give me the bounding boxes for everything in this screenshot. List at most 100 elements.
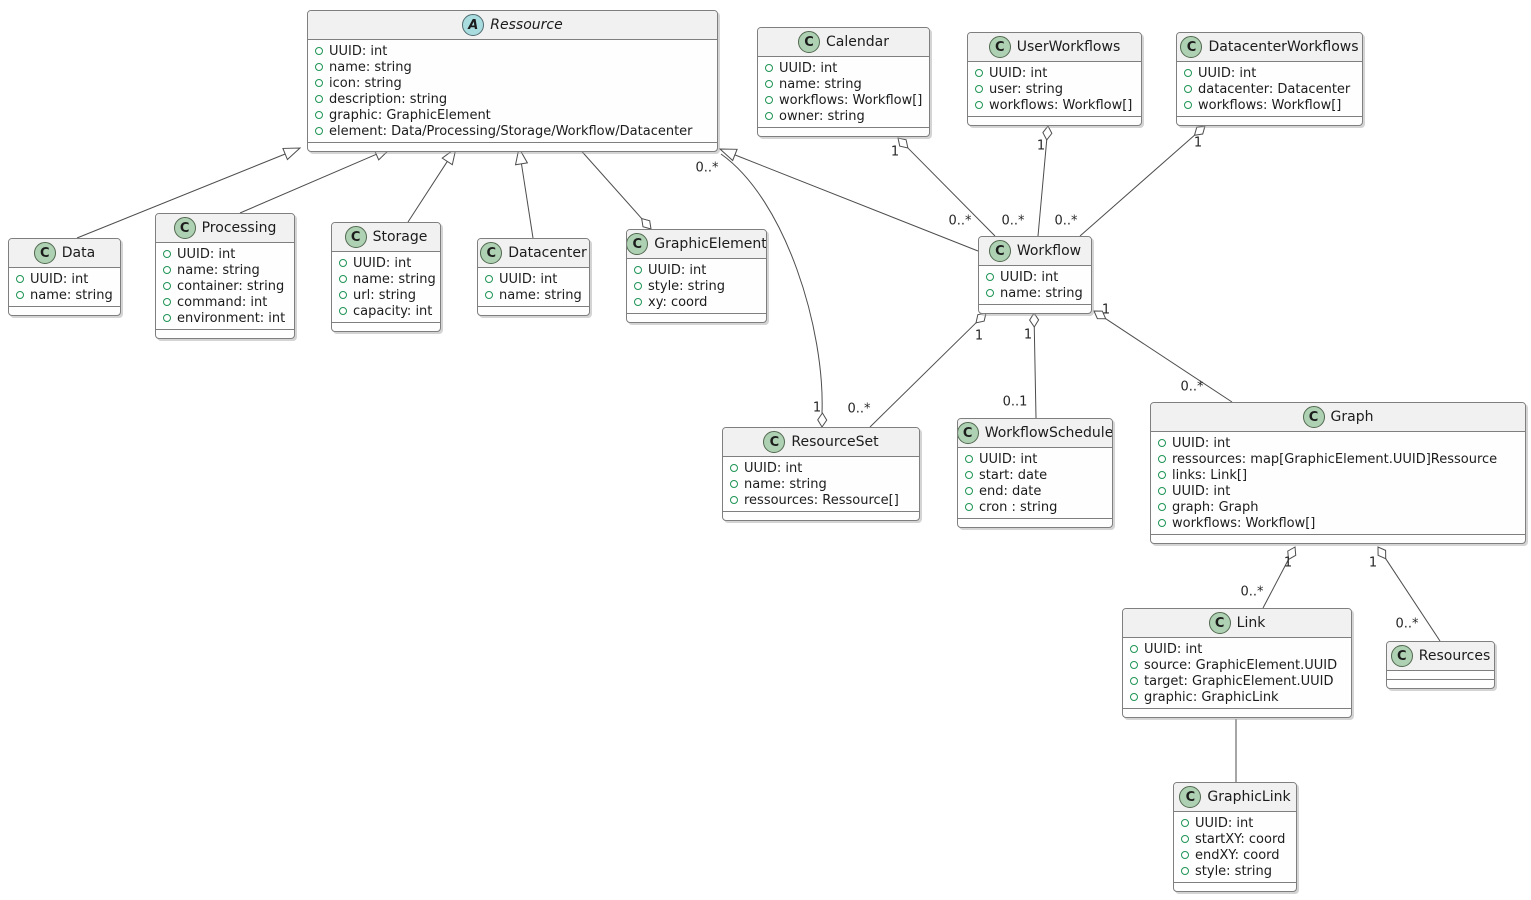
attribute-text: ressources: map[GraphicElement.UUID]Ress… [1172, 451, 1498, 467]
methods-compartment [1151, 534, 1525, 543]
class-attribute: description: string [308, 91, 717, 107]
attribute-text: name: string [1000, 285, 1083, 301]
field-visibility-icon [1181, 867, 1189, 875]
class-icon: C [344, 226, 367, 248]
field-visibility-icon [1158, 455, 1166, 463]
attribute-text: environment: int [177, 310, 286, 326]
attribute-text: user: string [989, 81, 1063, 97]
class-icon: C [1179, 786, 1202, 808]
class-name: UserWorkflows [1016, 39, 1121, 55]
attribute-text: UUID: int [989, 65, 1048, 81]
field-visibility-icon [965, 455, 973, 463]
field-visibility-icon [315, 47, 323, 55]
edge-resourceset-aggregates-ressource [720, 153, 828, 428]
class-attribute: startXY: coord [1174, 831, 1296, 847]
class-attribute: command: int [156, 294, 294, 310]
class-attribute: name: string [308, 59, 717, 75]
class-icon: C [1302, 406, 1325, 428]
class-attribute: ressources: Ressource[] [723, 492, 919, 508]
attribute-text: UUID: int [648, 262, 707, 278]
class-attribute: UUID: int [332, 255, 440, 271]
class-attribute: start: date [958, 467, 1112, 483]
field-visibility-icon [634, 282, 642, 290]
class-attribute: user: string [968, 81, 1141, 97]
attribute-text: datacenter: Datacenter [1198, 81, 1351, 97]
attribute-text: name: string [779, 76, 862, 92]
class-title: A Ressource [308, 11, 717, 40]
methods-compartment [478, 306, 589, 315]
methods-compartment [979, 304, 1091, 313]
class-attribute: name: string [156, 262, 294, 278]
class-attribute: name: string [758, 76, 929, 92]
field-visibility-icon [1158, 503, 1166, 511]
class-attribute: name: string [478, 287, 589, 303]
methods-compartment [9, 306, 120, 315]
field-visibility-icon [986, 289, 994, 297]
attribute-text: name: string [30, 287, 113, 303]
field-visibility-icon [975, 101, 983, 109]
field-visibility-icon [1158, 439, 1166, 447]
multiplicity-label: 1 [1368, 555, 1378, 571]
edge-data-extends-ressource [76, 147, 302, 239]
attribute-text: target: GraphicElement.UUID [1144, 673, 1334, 689]
class-attribute: UUID: int [758, 60, 929, 76]
field-visibility-icon [975, 85, 983, 93]
methods-compartment [958, 518, 1112, 527]
methods-compartment [627, 313, 766, 322]
attribute-text: startXY: coord [1195, 831, 1286, 847]
class-attribute: graphic: GraphicLink [1123, 689, 1351, 705]
attribute-text: UUID: int [744, 460, 803, 476]
attribute-text: UUID: int [1172, 435, 1231, 451]
field-visibility-icon [1158, 471, 1166, 479]
methods-compartment [332, 322, 440, 331]
multiplicity-label: 1 [974, 328, 984, 344]
field-visibility-icon [1130, 693, 1138, 701]
class-icon: C [958, 422, 979, 444]
methods-compartment [156, 329, 294, 338]
attribute-text: UUID: int [1144, 641, 1203, 657]
field-visibility-icon [339, 275, 347, 283]
class-attribute: style: string [627, 278, 766, 294]
field-visibility-icon [1130, 645, 1138, 653]
attribute-text: workflows: Workflow[] [1198, 97, 1342, 113]
field-visibility-icon [339, 291, 347, 299]
class-icon: C [988, 36, 1011, 58]
attributes-compartment [1387, 671, 1494, 679]
field-visibility-icon [315, 127, 323, 135]
class-icon: C [627, 233, 649, 255]
field-visibility-icon [965, 487, 973, 495]
field-visibility-icon [765, 96, 773, 104]
class-icon: C [988, 240, 1011, 262]
attribute-text: UUID: int [499, 271, 558, 287]
field-visibility-icon [634, 298, 642, 306]
field-visibility-icon [1158, 487, 1166, 495]
class-name: Graph [1330, 409, 1374, 425]
edge-userworkflows-aggregates-workflow [1037, 125, 1053, 237]
abstract-class-icon: A [462, 14, 485, 36]
edge-graphicelement-aggregates-ressource [576, 145, 652, 230]
multiplicity-label: 0..* [948, 213, 972, 229]
multiplicity-label: 1 [1023, 327, 1033, 343]
field-visibility-icon [1158, 519, 1166, 527]
field-visibility-icon [315, 95, 323, 103]
class-name: GraphicLink [1207, 789, 1291, 805]
field-visibility-icon [1181, 819, 1189, 827]
field-visibility-icon [1184, 101, 1192, 109]
multiplicity-label: 0..* [1001, 213, 1025, 229]
attribute-text: UUID: int [353, 255, 412, 271]
attribute-text: ressources: Ressource[] [744, 492, 899, 508]
class-name: Ressource [490, 17, 563, 33]
